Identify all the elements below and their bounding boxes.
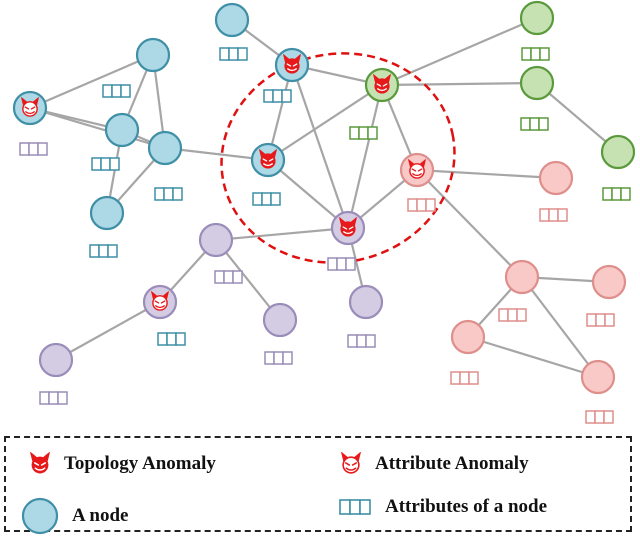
attribute-bar-icon: [89, 244, 118, 258]
node-pink-2: [538, 160, 574, 196]
legend-attribute-anomaly-label: Attribute Anomaly: [375, 453, 529, 474]
legend-attributes-label: Attributes of a node: [385, 496, 548, 517]
attribute-bar-icon: [39, 391, 68, 405]
attribute-bar-icon: [154, 187, 183, 201]
attribute-bar-icon: [349, 126, 378, 140]
node-purple-2: [198, 222, 234, 258]
legend-attributes: Attributes of a node: [339, 496, 547, 518]
attribute-bar-icon: [157, 332, 186, 346]
attribute-bar-icon: [327, 257, 356, 271]
attribute-bar-icon: [407, 198, 436, 212]
graph-nodes: [12, 0, 636, 395]
node-blue-1: [12, 90, 48, 126]
node-green-4: [600, 134, 636, 170]
attribute-bar-icon: [539, 208, 568, 222]
attribute-bar-icon: [102, 84, 131, 98]
graph-edge: [267, 84, 383, 161]
graph-edge: [416, 169, 523, 278]
graph-edge: [215, 226, 349, 242]
devil-face-filled-icon: [30, 452, 50, 474]
attribute-bar-icon: [347, 334, 376, 348]
node-pink-1: [399, 152, 435, 188]
attribute-bar-icon: [91, 157, 120, 171]
node-purple-5: [38, 342, 74, 378]
legend-node: A node: [20, 496, 129, 536]
attribute-bar-icon: [602, 187, 631, 201]
node-pink-4: [591, 264, 627, 300]
topology-anomaly-icon: [283, 54, 301, 74]
node-blue-6: [214, 2, 250, 38]
topology-anomaly-icon: [373, 74, 391, 94]
node-green-3: [519, 65, 555, 101]
graph-edge: [381, 81, 538, 87]
graph-edge: [290, 64, 350, 229]
graph-edge: [55, 301, 161, 361]
graph-edge: [416, 168, 557, 180]
graph-edge: [521, 276, 599, 378]
topology-anomaly-icon: [259, 149, 277, 169]
node-purple-3: [142, 284, 178, 320]
node-blue-3: [104, 112, 140, 148]
node-blue-7: [274, 47, 310, 83]
attribute-bar-icon: [219, 47, 248, 61]
attribute-bar-icon: [263, 89, 292, 103]
attribute-bar-icon: [450, 371, 479, 385]
graph-edge: [164, 146, 269, 162]
legend-attribute-anomaly: Attribute Anomaly: [339, 452, 529, 476]
devil-face-outline-icon: [341, 452, 361, 474]
attribute-bar-icon: [520, 117, 549, 131]
topology-anomaly-icon: [339, 217, 357, 237]
legend-topology-anomaly-label: Topology Anomaly: [64, 453, 216, 474]
attribute-bar-icon: [214, 270, 243, 284]
circle-node-icon: [21, 497, 59, 535]
node-blue-2: [135, 37, 171, 73]
node-purple-1: [330, 210, 366, 246]
attribute-bar-icon: [498, 308, 527, 322]
node-blue-8: [250, 142, 286, 178]
graph-edge: [29, 106, 166, 150]
graph-edge: [381, 16, 538, 87]
attribute-anomaly-icon: [21, 97, 39, 117]
attribute-bar-icon: [19, 142, 48, 156]
node-pink-6: [580, 359, 616, 395]
attribute-bar-icon: [585, 410, 614, 424]
node-green-2: [519, 0, 555, 36]
node-purple-6: [348, 284, 384, 320]
graph-edge: [29, 53, 154, 110]
attribute-anomaly-icon: [151, 291, 169, 311]
node-pink-3: [504, 259, 540, 295]
node-green-1: [364, 67, 400, 103]
node-pink-5: [450, 319, 486, 355]
attribute-anomaly-icon: [408, 159, 426, 179]
node-blue-4: [147, 130, 183, 166]
attribute-bar-icon: [252, 192, 281, 206]
attribute-bar-icon: [339, 499, 371, 515]
anomaly-highlight-ellipse: [220, 52, 456, 264]
node-purple-4: [262, 302, 298, 338]
legend-node-label: A node: [72, 505, 129, 526]
legend-topology-anomaly: Topology Anomaly: [28, 452, 216, 476]
anomaly-region: [220, 52, 456, 264]
graph-edge: [267, 159, 349, 229]
attribute-bar-icon: [264, 351, 293, 365]
attribute-bars: [19, 47, 631, 424]
attribute-bar-icon: [521, 47, 550, 61]
graph-edge: [467, 335, 599, 379]
node-blue-5: [89, 195, 125, 231]
legend: Topology Anomaly Attribute Anomaly A nod…: [4, 436, 632, 535]
graph-edge: [346, 84, 384, 229]
graph-edge: [536, 82, 619, 153]
attribute-bar-icon: [586, 313, 615, 327]
